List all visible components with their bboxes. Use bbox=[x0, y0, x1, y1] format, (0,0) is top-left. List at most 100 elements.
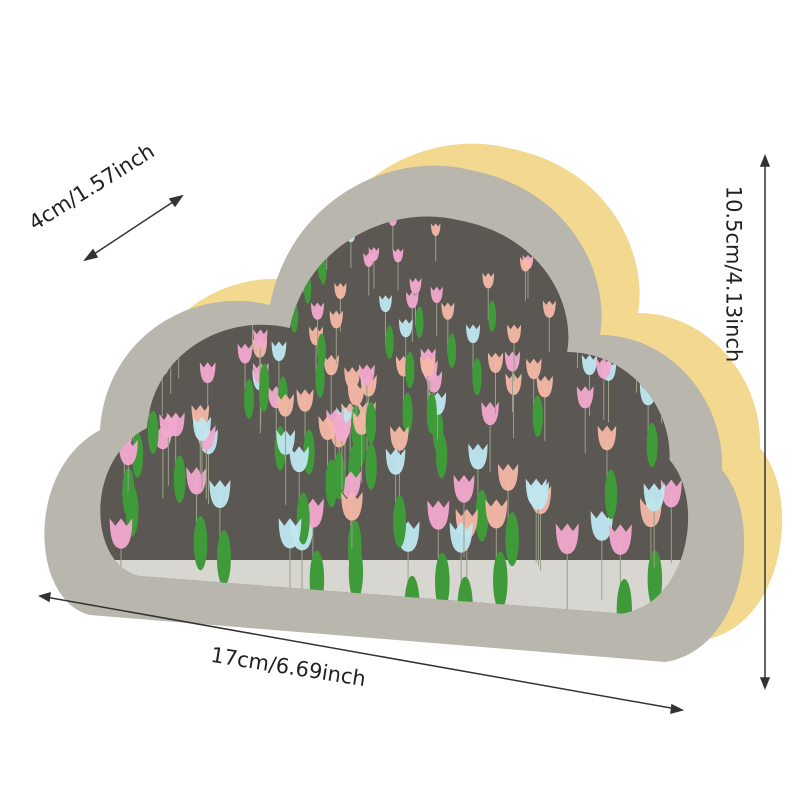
tulip bbox=[542, 300, 556, 318]
tulip bbox=[340, 471, 362, 499]
tulip bbox=[485, 499, 508, 529]
leaf bbox=[475, 489, 489, 542]
leaf bbox=[315, 360, 325, 398]
tulip bbox=[296, 389, 314, 412]
tulip bbox=[487, 352, 504, 373]
tulip bbox=[576, 386, 594, 409]
leaf bbox=[244, 379, 254, 419]
tulip bbox=[199, 362, 216, 384]
tulip bbox=[427, 500, 450, 530]
tulip bbox=[527, 481, 549, 510]
tulip bbox=[208, 261, 220, 277]
arrow-head bbox=[670, 703, 685, 715]
leaf bbox=[405, 351, 415, 389]
tulip bbox=[239, 257, 251, 273]
tulip bbox=[536, 375, 553, 398]
tulip bbox=[430, 223, 441, 236]
tulip bbox=[142, 270, 154, 286]
leaf bbox=[426, 392, 437, 434]
tulip bbox=[258, 232, 269, 246]
tulip bbox=[441, 302, 455, 320]
dimension-arrows bbox=[38, 153, 771, 715]
tulip bbox=[311, 302, 324, 320]
arrow-head bbox=[759, 153, 771, 167]
leaf bbox=[646, 422, 658, 468]
tulip bbox=[507, 324, 522, 344]
tulip bbox=[128, 319, 143, 339]
tulip bbox=[666, 268, 678, 284]
arrow-head bbox=[38, 591, 51, 603]
arrow-head bbox=[759, 677, 771, 691]
tulip bbox=[195, 240, 206, 254]
leaf bbox=[415, 306, 424, 339]
leaf bbox=[141, 295, 149, 326]
width-arrow bbox=[39, 595, 683, 711]
tulip bbox=[121, 256, 133, 272]
tulip bbox=[597, 425, 617, 451]
leaf bbox=[488, 300, 497, 332]
tulip bbox=[392, 248, 404, 263]
tulip bbox=[643, 483, 665, 512]
tulip bbox=[329, 310, 343, 329]
tulip bbox=[318, 416, 337, 441]
tulip bbox=[596, 358, 612, 379]
tulip bbox=[390, 426, 409, 451]
tulip bbox=[278, 518, 302, 549]
tulip bbox=[115, 267, 128, 283]
leaf bbox=[259, 363, 270, 402]
tulip bbox=[344, 367, 361, 389]
tulip bbox=[453, 474, 475, 503]
tulip bbox=[253, 329, 268, 349]
leaf bbox=[447, 333, 457, 369]
tulip bbox=[237, 343, 253, 364]
tulip bbox=[504, 351, 521, 372]
tulip bbox=[590, 510, 613, 541]
tulip bbox=[166, 412, 185, 437]
tulip bbox=[581, 354, 598, 376]
tulip bbox=[192, 416, 212, 441]
tulip bbox=[481, 401, 499, 426]
leaf bbox=[365, 443, 377, 490]
tulip bbox=[385, 448, 406, 475]
leaf bbox=[216, 530, 231, 586]
tulip bbox=[409, 278, 422, 294]
tulip bbox=[334, 282, 347, 300]
tulip bbox=[323, 354, 339, 376]
tulip bbox=[466, 324, 481, 344]
leaf bbox=[402, 392, 413, 434]
tulip bbox=[276, 393, 294, 417]
tulip bbox=[289, 446, 309, 473]
tulip bbox=[555, 523, 579, 555]
tulip bbox=[420, 355, 436, 377]
tulip bbox=[398, 319, 413, 338]
tulip bbox=[347, 383, 365, 406]
tulip bbox=[379, 295, 392, 313]
leaf bbox=[393, 495, 407, 548]
tulip bbox=[482, 272, 495, 289]
tulip bbox=[608, 524, 632, 555]
tulip bbox=[505, 373, 522, 395]
tulip bbox=[663, 216, 673, 228]
tulip bbox=[252, 218, 262, 231]
leaf bbox=[201, 264, 208, 292]
leaf bbox=[385, 325, 394, 360]
leaf bbox=[435, 432, 448, 479]
tulip bbox=[497, 463, 519, 491]
leaf bbox=[616, 578, 632, 614]
leaf bbox=[131, 432, 144, 478]
tulip bbox=[341, 491, 363, 521]
tulip bbox=[271, 341, 287, 362]
tulip bbox=[205, 236, 216, 250]
tulip bbox=[209, 480, 231, 508]
leaf bbox=[173, 455, 186, 504]
depth-arrow bbox=[84, 195, 183, 261]
leaf bbox=[365, 401, 377, 444]
tulip bbox=[368, 247, 380, 262]
leaf bbox=[258, 240, 265, 265]
tulip bbox=[135, 268, 147, 284]
leaf bbox=[505, 512, 519, 567]
tulip bbox=[468, 443, 488, 470]
leaf bbox=[317, 333, 326, 369]
